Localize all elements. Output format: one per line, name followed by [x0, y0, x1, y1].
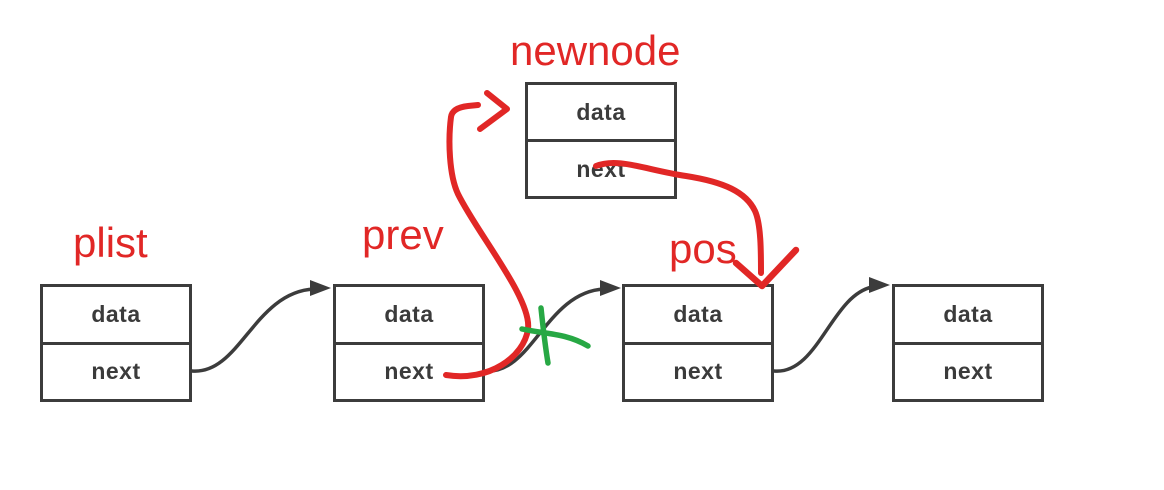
green-cross-mark-stroke-horizontal [519, 326, 591, 349]
plist-node: data next [40, 284, 192, 402]
cell-label: next [576, 155, 626, 182]
newnode-label: newnode [510, 27, 681, 74]
cell-label: next [91, 358, 141, 385]
pos-to-tail-arrow [772, 285, 874, 373]
cell-label: data [384, 300, 434, 327]
plist-label: plist [73, 219, 148, 266]
plist-next-cell: next [43, 341, 189, 400]
green-cross-mark-stroke-vertical [538, 305, 551, 366]
newnode-next-cell: next [528, 139, 674, 196]
cell-label: data [576, 98, 626, 125]
cell-label: next [943, 358, 993, 385]
prev-label: prev [362, 211, 444, 258]
tail-next-cell: next [895, 341, 1041, 400]
tail-node: data next [892, 284, 1044, 402]
plist-to-prev-arrow [190, 287, 316, 373]
pos-node: data next [622, 284, 774, 402]
prev-to-pos-arrowhead-icon [600, 280, 621, 296]
prev-node: data next [333, 284, 485, 402]
prev-next-to-newnode-arrowhead-icon [477, 90, 510, 132]
newnode-box: data next [525, 82, 677, 199]
cell-label: data [91, 300, 141, 327]
pos-data-cell: data [625, 287, 771, 342]
prev-to-pos-arrow [483, 287, 606, 373]
pos-label: pos [669, 225, 737, 272]
cell-label: data [943, 300, 993, 327]
tail-data-cell: data [895, 287, 1041, 342]
pos-next-cell: next [625, 341, 771, 400]
newnode-next-to-pos-arrowhead-icon [732, 246, 800, 290]
cell-label: data [673, 300, 723, 327]
cell-label: next [673, 358, 723, 385]
cell-label: next [384, 358, 434, 385]
plist-to-prev-arrowhead-icon [310, 280, 331, 296]
plist-data-cell: data [43, 287, 189, 342]
prev-data-cell: data [336, 287, 482, 342]
newnode-data-cell: data [528, 85, 674, 139]
prev-next-cell: next [336, 341, 482, 400]
pos-to-tail-arrowhead-icon [869, 277, 890, 293]
